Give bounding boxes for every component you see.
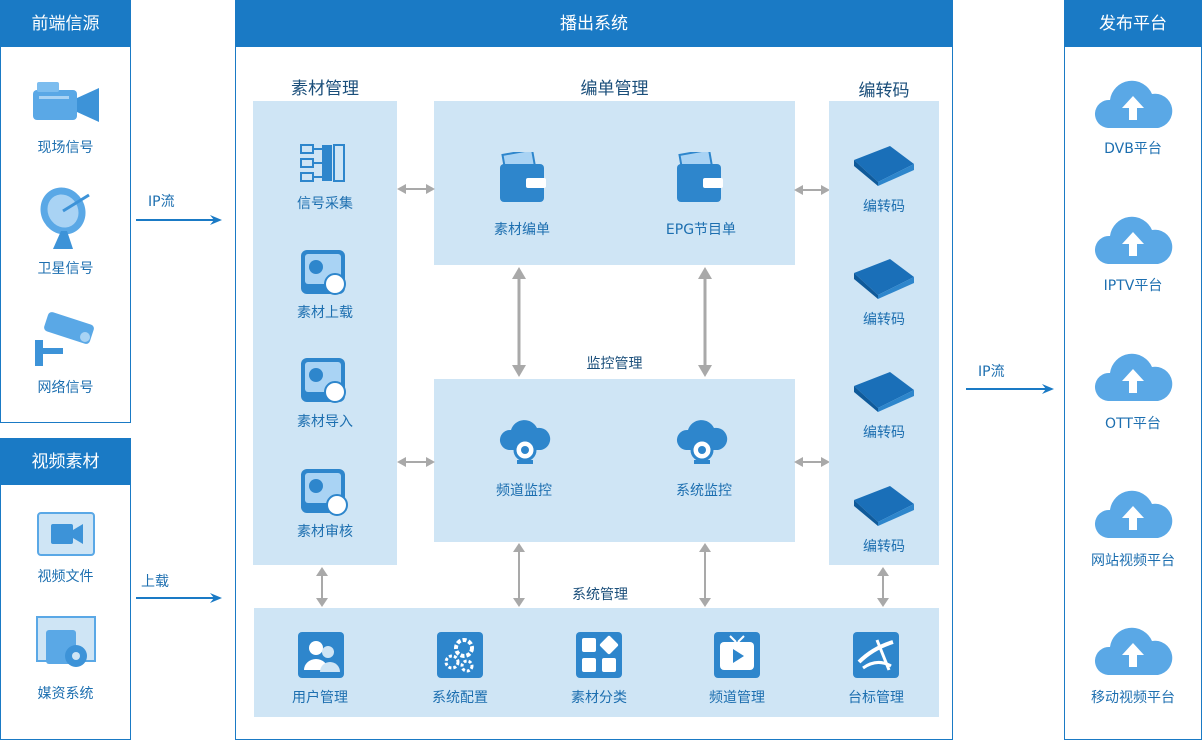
material-item-import: 素材导入: [297, 414, 353, 430]
material-item-review: 素材审核: [297, 524, 353, 540]
video-item-mam: 媒资系统: [37, 686, 94, 702]
source-item-live: 现场信号: [37, 140, 94, 156]
platform-item-ott: OTT平台: [1105, 416, 1161, 432]
cloud-upload-icon: [1094, 353, 1173, 401]
double-arrow-vertical-icon: [698, 267, 712, 377]
publish-platform-title: 发布平台: [1065, 1, 1201, 47]
double-arrow-horizontal-icon: [794, 457, 830, 467]
user-management-icon: [298, 632, 344, 678]
cloud-upload-icon: [1094, 80, 1173, 128]
encoder-device-icon: [854, 486, 914, 526]
playlist-box: [434, 101, 795, 265]
material-item-capture: 信号采集: [297, 196, 353, 212]
logo-station-icon: [853, 632, 899, 678]
material-upload-icon: [301, 250, 346, 295]
gears-icon: [437, 632, 483, 678]
media-asset-icon: [36, 616, 96, 667]
arrow-right-icon: [136, 215, 222, 225]
source-item-satellite: 卫星信号: [37, 261, 94, 277]
video-file-icon: [37, 512, 95, 556]
cctv-camera-icon: [35, 312, 94, 366]
category-grid-icon: [576, 632, 622, 678]
material-section-title: 素材管理: [291, 79, 359, 99]
source-item-network: 网络信号: [37, 380, 94, 396]
source-panel: 前端信源: [0, 0, 131, 423]
double-arrow-vertical-icon: [316, 567, 328, 607]
double-arrow-vertical-icon: [512, 267, 526, 377]
platform-item-mobile: 移动视频平台: [1091, 690, 1175, 706]
wallet-icon: [677, 152, 723, 202]
double-arrow-horizontal-icon: [794, 185, 830, 195]
cloud-upload-icon: [1094, 627, 1173, 675]
system-item-category: 素材分类: [571, 690, 627, 706]
encoder-section-title: 编转码: [858, 81, 910, 101]
video-item-file: 视频文件: [37, 569, 94, 585]
encoder-item-4: 编转码: [863, 539, 905, 555]
monitor-item-system: 系统监控: [676, 483, 732, 499]
system-item-channel: 频道管理: [709, 690, 765, 706]
double-arrow-vertical-icon: [513, 543, 525, 607]
wallet-icon: [500, 152, 546, 202]
platform-item-web: 网站视频平台: [1091, 553, 1175, 569]
arrow-right-icon: [136, 593, 222, 603]
playout-system-title: 播出系统: [236, 1, 952, 47]
system-section-title: 系统管理: [572, 587, 628, 603]
upload-label: 上载: [141, 574, 169, 590]
encoder-device-icon: [854, 146, 914, 186]
ip-stream-label-in: IP流: [148, 194, 175, 210]
source-panel-title: 前端信源: [1, 1, 130, 47]
double-arrow-vertical-icon: [877, 567, 889, 607]
system-item-logo: 台标管理: [848, 690, 904, 706]
material-item-upload: 素材上载: [297, 305, 353, 321]
monitor-box: [434, 379, 795, 542]
encoder-device-icon: [854, 372, 914, 412]
playlist-item-epg: EPG节目单: [665, 222, 737, 238]
encoder-device-icon: [854, 259, 914, 299]
video-material-panel: 视频素材: [0, 438, 131, 740]
arrow-right-icon: [966, 384, 1054, 394]
system-item-config: 系统配置: [432, 690, 488, 706]
monitor-section-title: 监控管理: [586, 356, 643, 372]
double-arrow-horizontal-icon: [397, 184, 435, 194]
video-material-panel-title: 视频素材: [1, 439, 130, 485]
playlist-item-edit: 素材编单: [494, 222, 550, 238]
playlist-section-title: 编单管理: [580, 79, 649, 99]
ip-stream-label-out: IP流: [978, 364, 1005, 380]
signal-capture-icon: [300, 144, 345, 182]
cloud-upload-icon: [1094, 216, 1173, 264]
tv-channel-icon: [714, 632, 760, 678]
satellite-dish-icon: [40, 187, 90, 249]
cloud-camera-icon: [676, 420, 728, 464]
platform-item-iptv: IPTV平台: [1103, 278, 1163, 294]
encoder-item-3: 编转码: [863, 425, 905, 441]
monitor-item-channel: 频道监控: [496, 483, 552, 499]
platform-item-dvb: DVB平台: [1104, 141, 1162, 157]
double-arrow-horizontal-icon: [397, 457, 435, 467]
encoder-item-1: 编转码: [863, 199, 905, 215]
cloud-upload-icon: [1094, 490, 1173, 538]
double-arrow-vertical-icon: [699, 543, 711, 607]
cloud-camera-icon: [499, 420, 551, 464]
video-camera-icon: [33, 82, 99, 122]
material-import-icon: [301, 358, 346, 403]
system-item-user: 用户管理: [292, 690, 348, 706]
encoder-item-2: 编转码: [863, 312, 905, 328]
material-review-icon: [301, 469, 348, 516]
